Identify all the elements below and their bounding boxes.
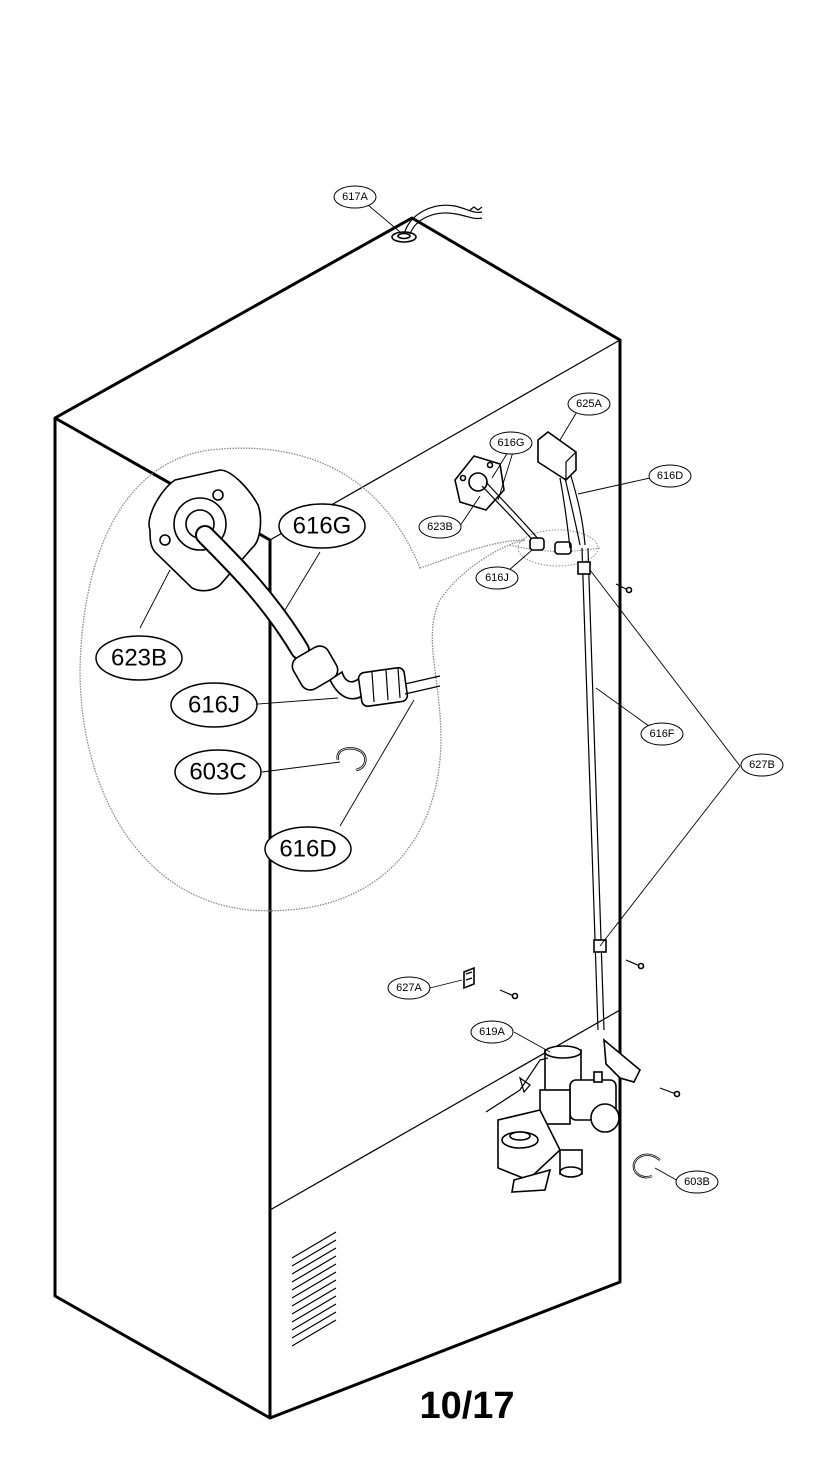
callout-616G-small: 616G xyxy=(489,431,533,455)
svg-text:616F: 616F xyxy=(649,728,674,740)
detail-bubble xyxy=(79,447,601,912)
svg-text:617A: 617A xyxy=(342,191,368,203)
callout-627A: 627A xyxy=(387,976,431,1000)
svg-text:623B: 623B xyxy=(111,645,167,672)
callout-623B-small: 623B xyxy=(418,515,462,539)
page-number: 10/17 xyxy=(419,1385,514,1427)
water-line-components xyxy=(454,430,681,1098)
callout-616J-large: 616J xyxy=(170,682,258,728)
callout-603C-large: 603C xyxy=(174,749,262,795)
svg-text:616G: 616G xyxy=(293,513,352,540)
svg-text:603C: 603C xyxy=(189,759,246,786)
callout-617A: 617A xyxy=(333,185,377,209)
callout-603B: 603B xyxy=(675,1170,719,1194)
callout-623B-large: 623B xyxy=(95,635,183,681)
callout-616D-small: 616D xyxy=(648,464,692,488)
top-grommet xyxy=(391,204,483,243)
leader-lines xyxy=(139,204,741,1183)
svg-text:616D: 616D xyxy=(279,836,336,863)
elbow-fitting-enlarged xyxy=(291,645,441,708)
callout-627B: 627B xyxy=(740,753,784,777)
callout-616D-large: 616D xyxy=(264,826,352,872)
callout-616F: 616F xyxy=(640,722,684,746)
screws xyxy=(499,583,681,1098)
svg-text:623B: 623B xyxy=(427,521,453,533)
svg-text:627A: 627A xyxy=(396,982,422,994)
callout-616G-large: 616G xyxy=(278,503,366,549)
svg-text:616D: 616D xyxy=(657,470,683,482)
svg-text:616G: 616G xyxy=(498,437,525,449)
refrigerator-cabinet xyxy=(53,216,622,1420)
clip-627A xyxy=(463,966,475,990)
svg-text:616J: 616J xyxy=(188,692,240,719)
vent-grille xyxy=(291,1231,337,1347)
callout-619A: 619A xyxy=(470,1020,514,1044)
callout-616J-small: 616J xyxy=(475,566,519,590)
callout-625A: 625A xyxy=(567,392,611,416)
svg-text:619A: 619A xyxy=(479,1026,505,1038)
controller-module xyxy=(537,430,577,482)
svg-text:616J: 616J xyxy=(485,572,509,584)
water-valve xyxy=(485,1038,641,1193)
svg-text:603B: 603B xyxy=(684,1176,710,1188)
svg-text:627B: 627B xyxy=(749,759,775,771)
svg-text:625A: 625A xyxy=(576,398,602,410)
